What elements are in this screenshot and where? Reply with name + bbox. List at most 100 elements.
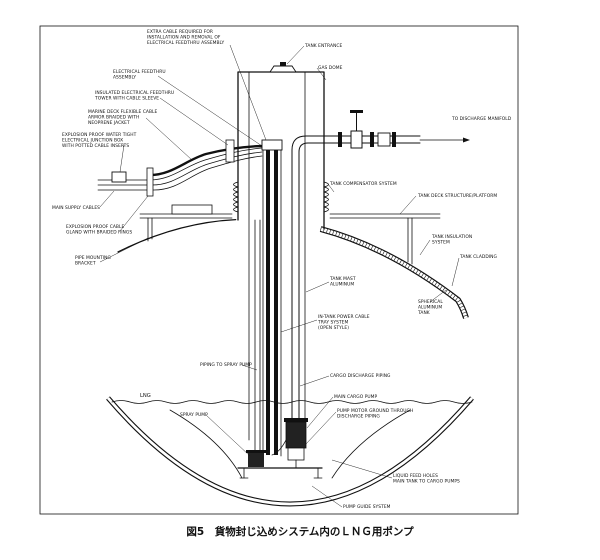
label-deck-platform: TANK DECK STRUCTURE/PLATFORM bbox=[417, 193, 497, 199]
discharge-pipe-wall bbox=[298, 142, 421, 433]
label-main-pump: MAIN CARGO PUMP bbox=[334, 394, 377, 400]
sump-line-left bbox=[169, 409, 243, 479]
label-feedthru-tower: TOWER WITH CABLE SLEEVE bbox=[94, 96, 159, 102]
leader-spray-pump bbox=[205, 414, 251, 457]
sump-line-right bbox=[331, 409, 411, 479]
label-cable-tray: TRAY SYSTEM bbox=[317, 320, 349, 326]
tank-bottom-bowl bbox=[106, 396, 474, 507]
spray-pump-flange bbox=[246, 450, 266, 453]
valve-handwheel bbox=[350, 110, 363, 113]
label-cable-tray: (OPEN STYLE) bbox=[318, 325, 349, 331]
leader-mast bbox=[305, 281, 330, 293]
label-tank-entrance: TANK ENTRANCE bbox=[304, 43, 342, 49]
label-main-supply: MAIN SUPPLY CABLES bbox=[52, 205, 100, 211]
label-cladding: TANK CLADDING bbox=[459, 254, 497, 260]
pipe-flange bbox=[392, 132, 396, 147]
label-motor-ground: DISCHARGE PIPING bbox=[337, 414, 380, 420]
label-insulation: TANK INSULATION bbox=[431, 234, 472, 240]
platform-box bbox=[171, 204, 213, 215]
motor-cable-lead bbox=[271, 439, 287, 456]
leader-main-pump bbox=[306, 396, 334, 429]
leader-tank-entrance bbox=[286, 45, 305, 65]
leader-cladding bbox=[451, 257, 460, 287]
leader-lines bbox=[99, 44, 460, 508]
label-discharge-piping: CARGO DISCHARGE PIPING bbox=[330, 373, 391, 379]
supply-cables bbox=[97, 144, 268, 191]
label-marine-cable: NEOPRENE JACKET bbox=[88, 120, 130, 126]
label-mast: TANK MAST bbox=[329, 276, 356, 282]
leader-motor-ground bbox=[305, 411, 337, 445]
label-spherical-tank: ALUMINUM bbox=[418, 305, 442, 311]
tank-entrance-knob bbox=[280, 62, 286, 66]
tank-deck-platform bbox=[139, 204, 441, 265]
label-pump-guide: PUMP GUIDE SYSTEM bbox=[343, 504, 391, 510]
compensator-bellows-left bbox=[233, 181, 239, 213]
label-mast: ALUMINUM bbox=[330, 282, 354, 288]
discharge-valve bbox=[350, 130, 363, 149]
pump-motor bbox=[285, 421, 307, 449]
feedthru-assembly bbox=[261, 139, 283, 151]
bowl-gap bbox=[106, 397, 474, 506]
leader-deck-platform bbox=[399, 195, 417, 215]
pipe-flange bbox=[338, 132, 342, 147]
label-feed-holes: MAIN TANK TO CARGO PUMPS bbox=[393, 479, 460, 485]
in-tank-cable-tray bbox=[262, 149, 287, 457]
label-spherical-tank: TANK bbox=[417, 310, 430, 316]
label-discharge-manifold: TO DISCHARGE MANIFOLD bbox=[451, 116, 512, 122]
discharge-pipe-wall bbox=[291, 135, 421, 433]
leader-spherical-tank bbox=[429, 289, 447, 303]
leader-cable-tray bbox=[280, 319, 318, 333]
leader-discharge-piping bbox=[299, 375, 330, 387]
tray-rails bbox=[262, 149, 282, 457]
platform-support-left bbox=[147, 217, 153, 242]
tank-entrance-cover bbox=[269, 65, 297, 73]
label-extra-cable: ELECTRICAL FEEDTHRU ASSEMBLY bbox=[147, 40, 224, 46]
figure-caption: 図5 貨物封じ込めシステム内のＬＮＧ用ポンプ bbox=[186, 525, 414, 538]
label-cable-gland: GLAND WITH BRAIDED RINGS bbox=[66, 230, 132, 236]
cable-gland-post bbox=[146, 167, 154, 197]
label-marine-cable: ARMOR BRAIDED WITH bbox=[88, 115, 139, 121]
leader-feedthru-tower bbox=[159, 97, 229, 146]
labels: EXTRA CABLE REQUIRED FOR INSTALLATION AN… bbox=[52, 29, 512, 510]
leader-main-supply bbox=[99, 190, 115, 208]
figure-frame bbox=[39, 25, 519, 515]
label-lng: LNG bbox=[140, 393, 151, 399]
label-feedthru-tower: INSULATED ELECTRICAL FEEDTHRU bbox=[95, 90, 174, 96]
label-pipe-bracket: BRACKET bbox=[75, 261, 96, 267]
label-spray-piping: PIPING TO SPRAY PUMP bbox=[200, 362, 252, 368]
label-motor-ground: PUMP MOTOR GROUND THROUGH bbox=[337, 408, 413, 414]
supply-cable bbox=[97, 155, 263, 191]
spray-pump bbox=[246, 450, 266, 467]
label-junction-box: ELECTRICAL JUNCTION BOX bbox=[62, 138, 123, 144]
leader-insulation bbox=[419, 239, 431, 256]
label-electrical-feedthru: ELECTRICAL FEEDTHRU bbox=[113, 69, 166, 75]
label-junction-box: EXPLOSION PROOF WATER TIGHT bbox=[62, 132, 137, 138]
label-compensator: TANK COMPENSATOR SYSTEM bbox=[329, 181, 397, 187]
armored-flexible-cable bbox=[148, 144, 268, 177]
label-spherical-tank: SPHERICAL bbox=[418, 299, 443, 305]
label-extra-cable: INSTALLATION AND REMOVAL OF bbox=[147, 35, 221, 41]
label-gas-dome: GAS DOME bbox=[318, 65, 343, 71]
pump-inlet bbox=[287, 447, 305, 461]
label-cable-gland: EXPLOSION PROOF CABLE bbox=[66, 224, 124, 230]
supply-cable bbox=[97, 147, 263, 181]
spray-pump-piping bbox=[254, 219, 261, 456]
tank-insulation-band bbox=[319, 226, 469, 319]
leader-compensator bbox=[327, 183, 335, 193]
tank-top-arc-left bbox=[117, 218, 237, 253]
leader-electrical-feedthru bbox=[157, 75, 263, 147]
platform-support-right bbox=[407, 217, 413, 265]
leader-pipe-bracket bbox=[99, 237, 149, 263]
platform-right bbox=[329, 213, 441, 219]
label-marine-cable: MARINE DECK FLEXIBLE CABLE bbox=[88, 109, 158, 115]
label-junction-box: WITH POTTED CABLE INSERTS bbox=[62, 143, 129, 149]
label-electrical-feedthru: ASSEMBLY bbox=[113, 75, 136, 81]
label-extra-cable: EXTRA CABLE REQUIRED FOR bbox=[147, 29, 213, 35]
guide-legs bbox=[243, 459, 319, 479]
pump-guide-system bbox=[237, 459, 323, 479]
tray-cable bbox=[266, 150, 270, 455]
supply-cable bbox=[97, 151, 263, 186]
feedthru-tower bbox=[225, 139, 235, 163]
label-spray-pump: SPRAY PUMP bbox=[180, 412, 208, 418]
